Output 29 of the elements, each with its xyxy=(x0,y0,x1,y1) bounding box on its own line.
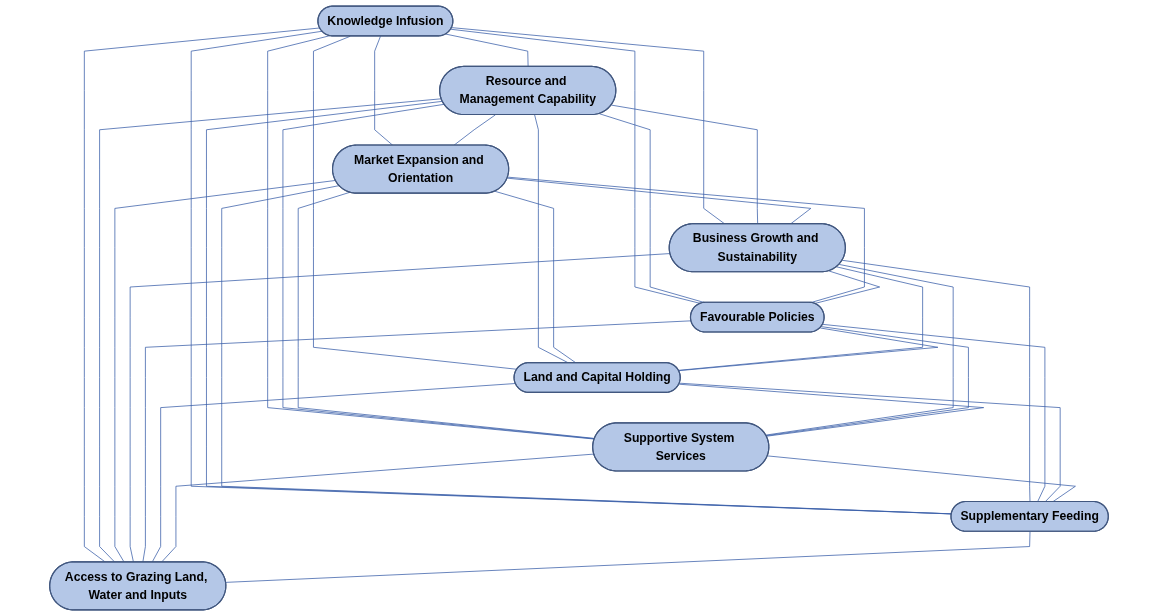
connector xyxy=(313,35,518,370)
connector xyxy=(842,259,1031,503)
connector xyxy=(129,253,671,563)
connector xyxy=(678,266,923,371)
connector xyxy=(445,33,529,68)
connector xyxy=(142,320,692,563)
connector xyxy=(225,531,1031,583)
connector xyxy=(451,27,726,225)
connector xyxy=(99,98,442,563)
connector xyxy=(267,35,595,440)
connector xyxy=(767,455,1076,503)
connector xyxy=(678,383,985,437)
connector xyxy=(190,30,952,515)
connector xyxy=(161,453,595,563)
connector xyxy=(151,383,516,563)
connector xyxy=(678,327,939,372)
connector xyxy=(453,114,496,146)
connector xyxy=(679,382,1061,503)
connector xyxy=(611,104,759,225)
connector xyxy=(221,185,952,515)
connector xyxy=(494,190,577,364)
connector xyxy=(507,176,865,304)
connector xyxy=(534,114,569,364)
connector xyxy=(765,264,954,436)
connector xyxy=(822,324,1046,503)
connector xyxy=(114,180,336,563)
connector xyxy=(507,177,812,225)
connector xyxy=(206,100,952,515)
connector xyxy=(374,35,394,146)
